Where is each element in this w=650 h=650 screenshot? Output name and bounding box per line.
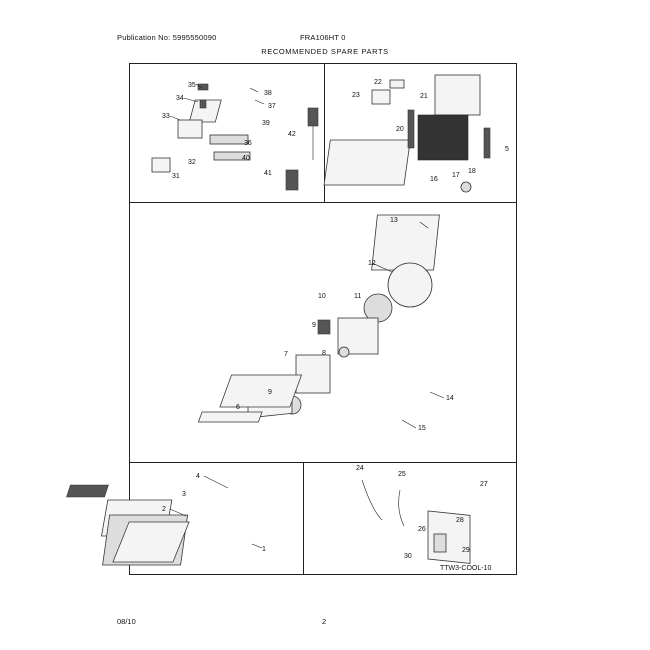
bushing-part: [338, 346, 350, 358]
divider-bottom-vertical: [303, 462, 304, 575]
front-grille-group: 22 23 21 20 18 5 16 17: [323, 74, 509, 193]
callout-20: 20: [396, 126, 404, 133]
callout-10: 10: [318, 293, 326, 300]
callout-40: 40: [242, 155, 250, 162]
diagram-code: TTW3-COOL-10: [440, 565, 491, 572]
callout-18: 18: [468, 168, 476, 175]
motor-part: [317, 319, 331, 335]
callout-23: 23: [352, 92, 360, 99]
callout-17: 17: [452, 172, 460, 179]
callout-22: 22: [374, 79, 382, 86]
cabinet-fan-group: 13 12 10 11 9 8 7 9 6 14 15: [197, 214, 454, 432]
capillary-part: [398, 489, 405, 527]
hinge-part: [371, 89, 391, 105]
callout-25: 25: [398, 471, 406, 478]
tubing-part: [361, 479, 383, 521]
callout-9: 9: [312, 322, 316, 329]
divider-top-vertical: [324, 64, 325, 202]
front-panel-part: [323, 139, 411, 186]
thermostat-part: [307, 107, 319, 127]
vent-part: [66, 484, 109, 498]
callout-31: 31: [172, 173, 180, 180]
callout-13: 13: [390, 217, 398, 224]
control-parts-group: 35 34 33 38 37 39 36 40 32 31 42 41: [151, 82, 319, 191]
publication-number: Publication No: 5995550090: [117, 33, 217, 42]
callout-41: 41: [264, 170, 272, 177]
callout-6: 6: [236, 404, 240, 411]
callout-39: 39: [262, 120, 270, 127]
callout-27: 27: [480, 481, 488, 488]
control-board-part: [213, 151, 251, 161]
pin-part: [249, 87, 259, 93]
callout-42: 42: [288, 131, 296, 138]
callout-28: 28: [456, 517, 464, 524]
control-plate-part: [209, 134, 249, 145]
callout-2: 2: [162, 506, 166, 513]
callout-21: 21: [420, 93, 428, 100]
parts-diagram-frame: [129, 63, 517, 575]
callout-8: 8: [322, 350, 326, 357]
compressor-part: [433, 533, 447, 553]
callout-5: 5: [505, 146, 509, 153]
callout-1: 1: [262, 546, 266, 553]
screw-part: [254, 99, 265, 105]
callout-12: 12: [368, 260, 376, 267]
blower-housing-part: [295, 354, 331, 394]
page-number: 2: [322, 617, 327, 626]
side-strip-left: [407, 109, 415, 149]
callout-29: 29: [462, 547, 470, 554]
callout-35: 35: [188, 82, 196, 89]
clip-part: [199, 99, 207, 109]
callout-3: 3: [182, 491, 186, 498]
divider-top: [130, 202, 516, 203]
control-bracket-part: [177, 119, 203, 139]
leader-lines: [169, 83, 445, 549]
model-number: FRA106HT 0: [300, 33, 346, 42]
callout-14: 14: [446, 395, 454, 402]
filter-part: [417, 114, 469, 161]
knob-part: [460, 181, 472, 193]
callout-36: 36: [244, 140, 252, 147]
shroud-part: [387, 262, 433, 308]
callout-34: 34: [176, 95, 184, 102]
callout-4: 4: [196, 473, 200, 480]
louver-part: [434, 74, 481, 116]
callout-9b: 9: [268, 389, 272, 396]
callout-11: 11: [354, 293, 361, 300]
side-strip-right: [483, 127, 491, 159]
callout-32: 32: [188, 159, 196, 166]
drain-pan-part: [197, 411, 263, 423]
page-title: RECOMMENDED SPARE PARTS: [261, 47, 389, 56]
footer-date: 08/10: [117, 617, 136, 626]
capacitor-part: [285, 169, 299, 191]
base-pan-part: [219, 374, 303, 408]
latch-part: [389, 79, 405, 89]
callout-30: 30: [404, 553, 412, 560]
evaporator-part: [112, 521, 190, 563]
callout-33: 33: [162, 113, 170, 120]
callout-7: 7: [284, 351, 288, 358]
callout-37: 37: [268, 103, 276, 110]
divider-bottom: [130, 462, 516, 463]
refrigeration-group: 24 25 27 28 26 30 29 TTW3-COOL-10: [112, 465, 491, 572]
cabinet-part: [371, 214, 440, 271]
callout-24: 24: [356, 465, 364, 472]
callout-15: 15: [418, 425, 426, 432]
knob-plate-part: [151, 157, 171, 173]
callout-16: 16: [430, 176, 438, 183]
callout-38: 38: [264, 90, 272, 97]
switch-part: [197, 83, 209, 91]
callout-26: 26: [418, 526, 426, 533]
